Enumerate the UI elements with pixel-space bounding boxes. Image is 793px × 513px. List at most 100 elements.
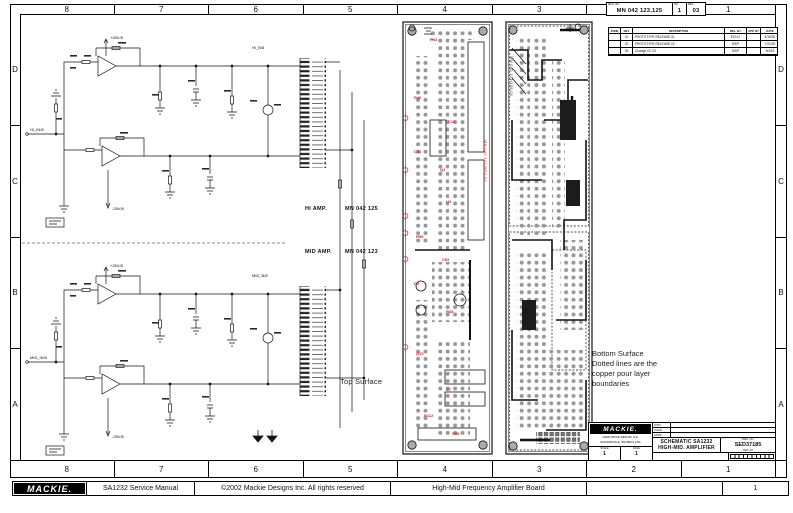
pcb-ref-designator: R13 xyxy=(430,37,438,42)
title-block-company: MACKIE. 16220 WOOD-RED RD. N.E. WOODINVI… xyxy=(589,423,653,460)
pcb-ref-designator: C52 xyxy=(442,257,450,262)
scale-label: SCALE xyxy=(600,447,609,450)
pcb-bottom-part-number-vertical: MN 042 123/125-01 xyxy=(509,56,514,97)
scale-cell: SCALE 1 xyxy=(589,447,621,460)
hi-amp-label: HI AMP. xyxy=(305,206,327,212)
mid-amp-label: MID AMP. xyxy=(305,249,332,255)
pcb-ref-designator: U4 xyxy=(446,199,452,204)
microfilm-scale-bar xyxy=(730,453,774,459)
sheet-label: SH xyxy=(674,3,678,6)
footer-bar: MACKIE. SA1232 Service Manual ©2002 Mack… xyxy=(12,481,789,496)
rev-col-description: DESCRIPTION xyxy=(633,28,725,33)
vplus-label: +28V/8 xyxy=(110,263,124,268)
hi-output-label: HI_B/8 xyxy=(252,45,265,50)
mid-output-label: MID_B/8 xyxy=(252,273,268,278)
zone-column-label: 6 xyxy=(209,461,304,478)
revision-table-header: ZONE REV DESCRIPTION REL. BY APP. BY DAT… xyxy=(609,28,777,34)
approval-field-row: DWN xyxy=(653,423,775,428)
company-address-line2: WOODINVILLE, WA 98072 USA xyxy=(600,439,641,444)
footer-board-name: High-Mid Frequency Amplifier Board xyxy=(391,482,587,495)
zone-column-label: 7 xyxy=(115,4,209,14)
pcb-ref-designator: R95 xyxy=(416,234,424,239)
rev-number: 03 xyxy=(692,7,700,14)
revision-table: ZONE REV DESCRIPTION REL. BY APP. BY DAT… xyxy=(608,27,778,56)
sheet-outer-border xyxy=(10,4,787,478)
pcb-ref-designator: D3 xyxy=(414,281,420,286)
rev-col-zone: ZONE xyxy=(609,28,621,33)
footer-copyright: ©2002 Mackie Designs Inc. All rights res… xyxy=(195,482,391,495)
sheet-cell: SH 1 xyxy=(673,3,687,15)
zone-row-label: B xyxy=(10,238,20,350)
rev-label: REV xyxy=(688,3,694,6)
zone-row-label: D xyxy=(776,14,786,126)
page-value: 1 xyxy=(635,451,638,457)
company-address-line1: 16220 WOOD-RED RD. N.E. xyxy=(602,435,639,439)
pcb-top-surface xyxy=(402,21,493,455)
mackie-logo: MACKIE. xyxy=(14,483,85,494)
sheet-number: 1 xyxy=(677,7,682,14)
mid-amp-number: MN 042 123 xyxy=(345,249,378,255)
footer-page-number: 1 xyxy=(753,485,758,492)
zone-column-label: 3 xyxy=(493,4,587,14)
zone-row-label: A xyxy=(776,349,786,461)
zone-column-label: 6 xyxy=(209,4,304,14)
mfg-label: MFG. NO. xyxy=(608,3,620,6)
drawing-rev: REV 03 xyxy=(743,447,753,452)
page-cell: PAGE 1 xyxy=(621,447,652,460)
vminus-label: -28V/8 xyxy=(112,434,125,439)
zone-column-label: 1 xyxy=(682,4,776,14)
zone-column-label: 8 xyxy=(20,461,115,478)
drawing-number-label: DWG. NO. xyxy=(741,438,755,441)
pcb-top-part-number-vertical: MN 042 123 REV 02 xyxy=(483,140,488,182)
note-line: boundaries xyxy=(592,379,630,388)
pcb-ref-designator: Q2 xyxy=(440,167,446,172)
zone-column-label: 5 xyxy=(304,4,398,14)
zone-column-label: 2 xyxy=(587,461,682,478)
pcb-ref-designator: Q10 xyxy=(416,351,424,356)
zone-row-label: A xyxy=(10,349,20,461)
rev-cell: REV 03 xyxy=(687,3,705,15)
note-line: Bottom Surface xyxy=(592,349,644,358)
mid-input-label: MID_IN/8 xyxy=(30,355,48,360)
drawing-number: SED37185 xyxy=(734,441,762,448)
pcb-ref-designator: C13 xyxy=(448,119,456,124)
title-block-fields: DWN CHKD APPD SCHEMATIC SA1232 HIGH-MID.… xyxy=(653,423,775,460)
footer-manual-title: SA1232 Service Manual xyxy=(87,482,195,495)
pcb-ref-designator: R112 xyxy=(424,413,434,418)
pcb-ref-designator: C7 xyxy=(446,387,452,392)
rev-col-appby: APP. BY xyxy=(747,28,761,33)
note-line: Dotted lines are the xyxy=(592,359,658,368)
zone-column-label: 4 xyxy=(398,4,493,14)
zone-column-label: 5 xyxy=(304,461,398,478)
drawing-title: SCHEMATIC SA1232 HIGH-MID. AMPLIFIER xyxy=(653,438,721,452)
page-label: PAGE xyxy=(632,447,640,450)
pcb-ref-designator: C41 xyxy=(414,149,422,154)
zone-column-label: 3 xyxy=(493,461,587,478)
hi-input-label: HI_IN/8 xyxy=(30,127,44,132)
approval-field-row: APPD xyxy=(653,433,775,438)
mfg-number-block: MFG. NO. MN 042 123,125 SH 1 REV 03 xyxy=(606,2,706,16)
mfg-number-cell: MFG. NO. MN 042 123,125 xyxy=(607,3,673,15)
rev-col-date: DATE xyxy=(766,28,774,33)
top-surface-caption: Top Surface xyxy=(340,377,383,386)
mackie-logo: MACKIE. xyxy=(590,424,651,434)
note-line: copper pour layer xyxy=(592,369,651,378)
pcb-ref-designator: R68 xyxy=(446,309,454,314)
rev-col-relby: REL. BY xyxy=(725,28,747,33)
mfg-number: MN 042 123,125 xyxy=(616,7,663,14)
drawing-number-cell: DWG. NO. SED37185 REV 03 xyxy=(721,438,775,452)
drawing-title-line2: HIGH-MID. AMPLIFIER xyxy=(658,444,715,451)
zone-column-label: 1 xyxy=(682,461,776,478)
drawing-title-line1: SCHEMATIC SA1232 xyxy=(660,438,713,445)
approval-field-row: CHKD xyxy=(653,428,775,433)
zone-row-label: C xyxy=(10,126,20,238)
